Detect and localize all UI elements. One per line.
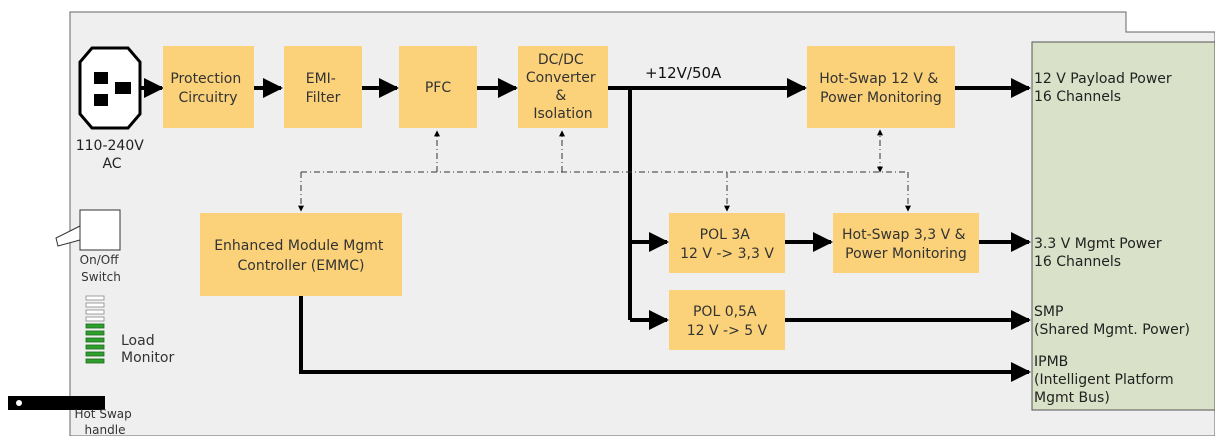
block-pol-05a: POL 0,5A 12 V -> 5 V xyxy=(669,290,785,350)
load-monitor-bar xyxy=(85,351,105,357)
block-hot-swap-33v: Hot-Swap 3,3 V & Power Monitoring xyxy=(833,213,979,273)
svg-text:Protection Circuitry: Protection Circuitry xyxy=(170,71,245,106)
svg-text:POL 3A 12 V -> 3,3 V: POL 3A 12 V -> 3,3 V xyxy=(680,227,774,262)
load-monitor-label: Load Monitor xyxy=(121,333,174,366)
svg-text:Enhanced Module Mgmt Con: Enhanced Module Mgmt Controller (EMMC) xyxy=(214,238,388,274)
output-connector-panel xyxy=(1031,41,1215,411)
load-monitor-bar xyxy=(85,344,105,350)
rail-label: +12V/50A xyxy=(645,64,722,82)
svg-text:PFC: PFC xyxy=(425,80,451,96)
block-emi-filter: EMI- Filter xyxy=(284,46,362,128)
block-pol-3a: POL 3A 12 V -> 3,3 V xyxy=(669,213,785,273)
power-flow-lines xyxy=(140,78,1031,382)
output-mgmt-power: 3.3 V Mgmt Power 16 Channels xyxy=(1034,236,1166,270)
output-ipmb: IPMB (Intelligent Platform Mgmt Bus) xyxy=(1034,354,1178,406)
management-bus-lines xyxy=(298,129,911,212)
block-pfc: PFC xyxy=(399,46,477,128)
load-monitor-bar xyxy=(85,323,105,329)
output-smp: SMP (Shared Mgmt. Power) xyxy=(1034,304,1190,338)
on-off-switch-icon[interactable] xyxy=(55,209,121,251)
svg-text:POL 0,5A 12 V -> 5 V: POL 0,5A 12 V -> 5 V xyxy=(687,304,768,339)
load-monitor-bar xyxy=(85,330,105,336)
ac-inlet-icon xyxy=(78,46,142,130)
svg-text:DC/DC Converter &: DC/DC Converter & Isolation xyxy=(526,52,600,122)
arrow-emmc-to-ipmb xyxy=(299,296,1031,382)
block-protection-circuitry: Protection Circuitry xyxy=(163,46,254,128)
load-monitor-bar xyxy=(85,295,105,301)
load-monitor-bar xyxy=(85,358,105,364)
load-monitor-bars xyxy=(85,295,105,364)
hot-swap-handle-label: Hot Swap handle xyxy=(74,407,135,436)
block-dcdc-converter: DC/DC Converter & Isolation xyxy=(518,46,608,128)
block-hot-swap-12v: Hot-Swap 12 V & Power Monitoring xyxy=(807,46,955,128)
hot-swap-handle-icon[interactable] xyxy=(8,396,105,410)
svg-text:Hot-Swap 12 V & Power M: Hot-Swap 12 V & Power Monitoring xyxy=(819,71,943,106)
svg-text:Hot-Swap 3,3 V & Power M: Hot-Swap 3,3 V & Power Monitoring xyxy=(842,227,970,262)
block-emmc: Enhanced Module Mgmt Controller (EMMC) xyxy=(200,213,402,296)
on-off-switch-label: On/Off Switch xyxy=(80,253,123,284)
load-monitor-bar xyxy=(85,337,105,343)
output-payload-power: 12 V Payload Power 16 Channels xyxy=(1034,71,1176,105)
load-monitor-bar xyxy=(85,309,105,315)
svg-text:EMI- Filter: EMI- Filter xyxy=(306,71,341,106)
load-monitor-bar xyxy=(85,302,105,308)
load-monitor-bar xyxy=(85,316,105,322)
ac-input-label: 110-240V AC xyxy=(76,138,149,172)
